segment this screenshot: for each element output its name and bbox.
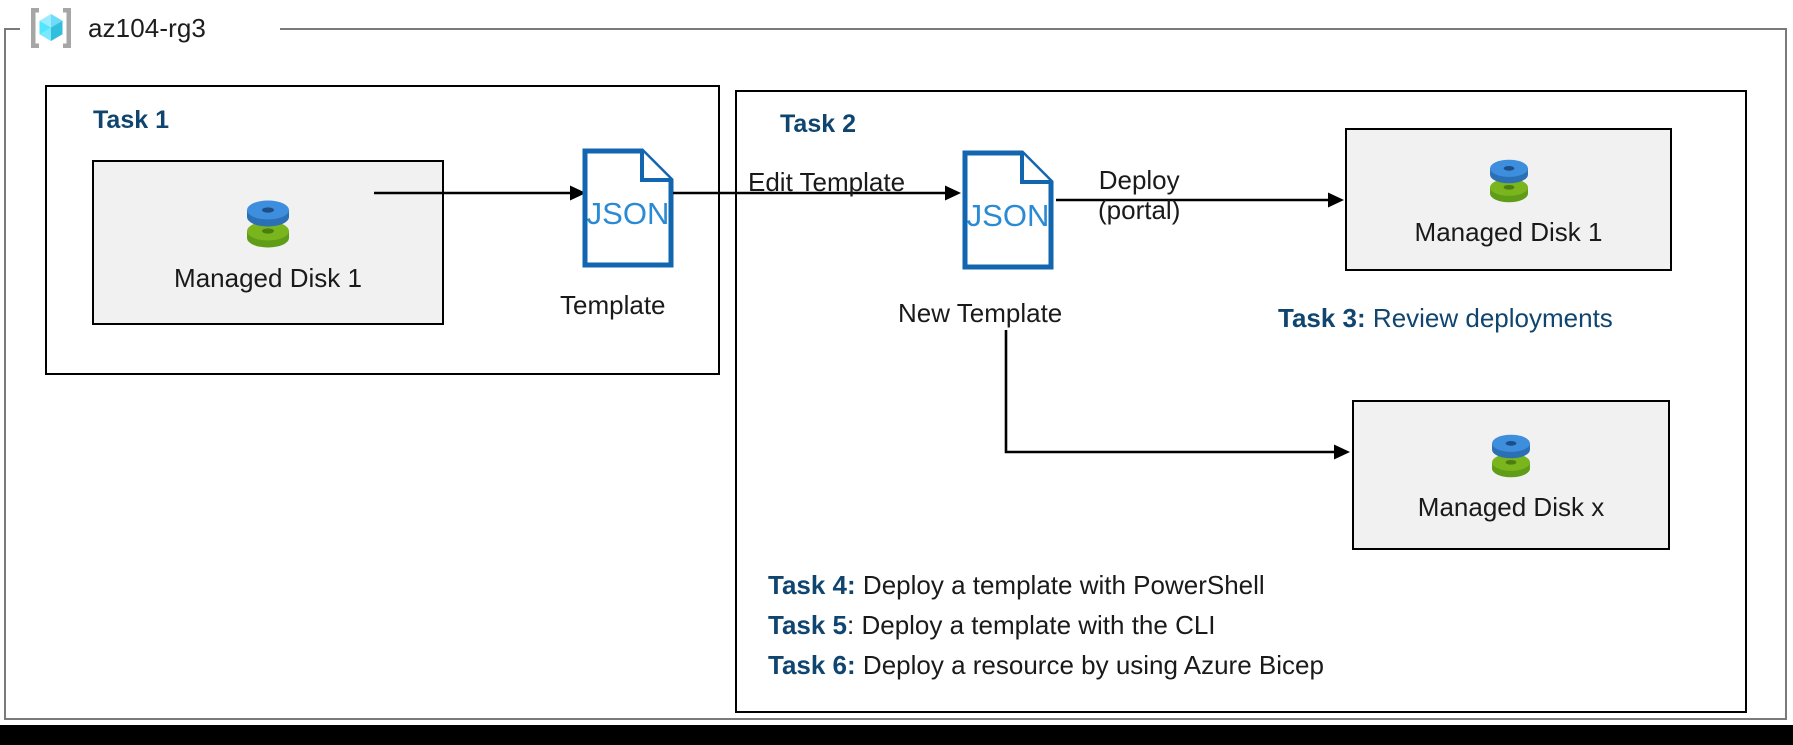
edge-label-deploy-line2: (portal) [1098, 194, 1181, 225]
note-task-3-tag: Task 3: [1278, 303, 1366, 333]
edge-label-deploy-portal: Deploy (portal) [1098, 165, 1181, 226]
managed-disk-icon [237, 193, 299, 260]
resource-group-container [4, 28, 1787, 720]
bottom-black-strip [0, 725, 1793, 745]
note-task-4-tag: Task 4: [768, 570, 856, 600]
note-task-6-text: Deploy a resource by using Azure Bicep [855, 650, 1324, 680]
azure-resource-group-cube-icon [26, 3, 76, 53]
note-task-6-tag: Task 6: [768, 650, 856, 680]
note-task-6: Task 6: Deploy a resource by using Azure… [768, 652, 1324, 678]
note-task-4-text: Deploy a template with PowerShell [855, 570, 1265, 600]
connector-new-template-to-managed-disk-x [1004, 330, 1350, 460]
resource-group-header: az104-rg3 [26, 2, 206, 54]
connector-deploy-portal [1056, 192, 1344, 208]
edge-label-deploy-line1: Deploy [1098, 165, 1180, 195]
note-task-4: Task 4: Deploy a template with PowerShel… [768, 572, 1265, 598]
svg-text:JSON: JSON [967, 198, 1050, 233]
task-1-box [45, 85, 720, 375]
caption-new-template: New Template [898, 298, 1063, 328]
svg-text:JSON: JSON [587, 196, 670, 231]
resource-label: Managed Disk 1 [174, 262, 362, 293]
resource-box-managed-disk-x: Managed Disk x [1352, 400, 1670, 550]
note-task-5-tag: Task 5 [768, 610, 848, 640]
managed-disk-icon [1483, 428, 1539, 489]
connector-disk1-to-template [374, 185, 586, 201]
task-2-box [735, 90, 1747, 713]
resource-group-title-mask [20, 12, 280, 46]
managed-disk-icon [1481, 153, 1537, 214]
note-task-5: Task 5: Deploy a template with the CLI [768, 612, 1216, 638]
note-task-5-text: : Deploy a template with the CLI [847, 610, 1216, 640]
resource-label: Managed Disk x [1417, 492, 1605, 523]
note-task-3: Task 3: Review deployments [1278, 305, 1613, 331]
task-2-heading: Task 2 [780, 110, 856, 138]
json-document-icon-template: JSON [582, 148, 674, 273]
resource-box-managed-disk-1-deployed: Managed Disk 1 [1345, 128, 1672, 271]
resource-box-managed-disk-1: Managed Disk 1 [92, 160, 444, 325]
resource-label: Managed Disk 1 [1414, 216, 1603, 247]
note-task-3-text: Review deployments [1365, 303, 1613, 333]
connector-template-to-new-template [673, 185, 961, 201]
edge-label-edit-template: Edit Template [748, 167, 906, 197]
task-1-heading: Task 1 [93, 106, 169, 134]
caption-template: Template [560, 290, 666, 320]
json-document-icon-new-template: JSON [962, 150, 1054, 275]
resource-group-name: az104-rg3 [88, 12, 206, 43]
